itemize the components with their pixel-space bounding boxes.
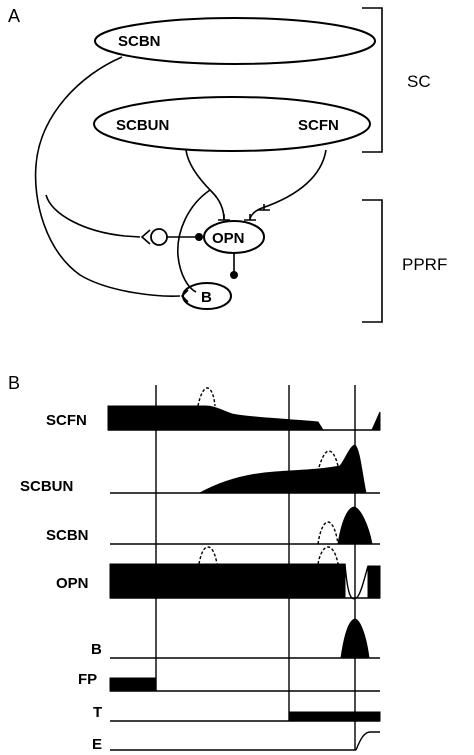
trace-label-e: E: [92, 736, 102, 753]
sc-bracket: [362, 7, 383, 153]
opn-inhibitory-dot: [195, 233, 203, 241]
inhibitory-dots: [195, 233, 238, 279]
b-synapse: [180, 289, 189, 303]
trace-label-scbn: SCBN: [46, 527, 89, 544]
trace-label-t: T: [93, 704, 102, 721]
dashed-burst-opn-2: [317, 546, 339, 565]
scfn-terminal-2: [258, 204, 270, 211]
scbn-axon-to-b: [34, 56, 181, 297]
b-inhibitory-dot: [230, 271, 238, 279]
panel-b-letter: B: [8, 373, 20, 393]
trace-label-fp: FP: [78, 671, 97, 688]
scfn-terminal: [244, 214, 256, 221]
trace-label-scfn: SCFN: [46, 412, 87, 429]
activity-opn: [109, 563, 346, 599]
interneuron-synapse: [140, 229, 151, 245]
opn-pause: [344, 563, 369, 600]
trace-label-b: B: [91, 641, 102, 658]
eye-saccade: [355, 731, 380, 751]
pprf-bracket: [362, 199, 383, 323]
scbun-terminal: [218, 214, 230, 221]
activity-opn-end: [367, 565, 381, 599]
activity-scfn-end: [371, 411, 381, 431]
trace-label-opn: OPN: [56, 575, 89, 592]
panel-a-letter: A: [8, 6, 20, 26]
node-label-opn: OPN: [212, 230, 245, 247]
node-label-scbn: SCBN: [118, 33, 161, 50]
activity-scfn: [107, 405, 324, 431]
scbun-axon: [185, 149, 225, 221]
scbun-axon-branch-to-b: [177, 189, 211, 293]
panel-b-traces: [107, 385, 381, 751]
activity-fp: [109, 677, 157, 692]
scbun-scfn-ellipse: [93, 96, 371, 152]
trace-label-scbun: SCBUN: [20, 478, 73, 495]
region-label-pprf: PPRF: [402, 255, 447, 274]
activity-t: [288, 711, 381, 722]
dashed-burst-opn-1: [198, 546, 218, 565]
interneuron-circle: [150, 228, 168, 246]
node-label-b: B: [201, 289, 212, 306]
scfn-axon: [249, 149, 327, 221]
dashed-burst-scbun: [318, 450, 339, 468]
scbn-ellipse: [94, 17, 376, 65]
dashed-burst-scfn: [197, 387, 216, 407]
panel-a-diagram: [34, 7, 383, 323]
node-label-scbun: SCBUN: [116, 117, 169, 134]
activity-scbun: [199, 444, 367, 494]
dashed-burst-scbn: [317, 521, 339, 545]
scbn-branch-to-interneuron: [45, 194, 141, 238]
region-label-sc: SC: [407, 72, 431, 91]
node-label-scfn: SCFN: [298, 117, 339, 134]
